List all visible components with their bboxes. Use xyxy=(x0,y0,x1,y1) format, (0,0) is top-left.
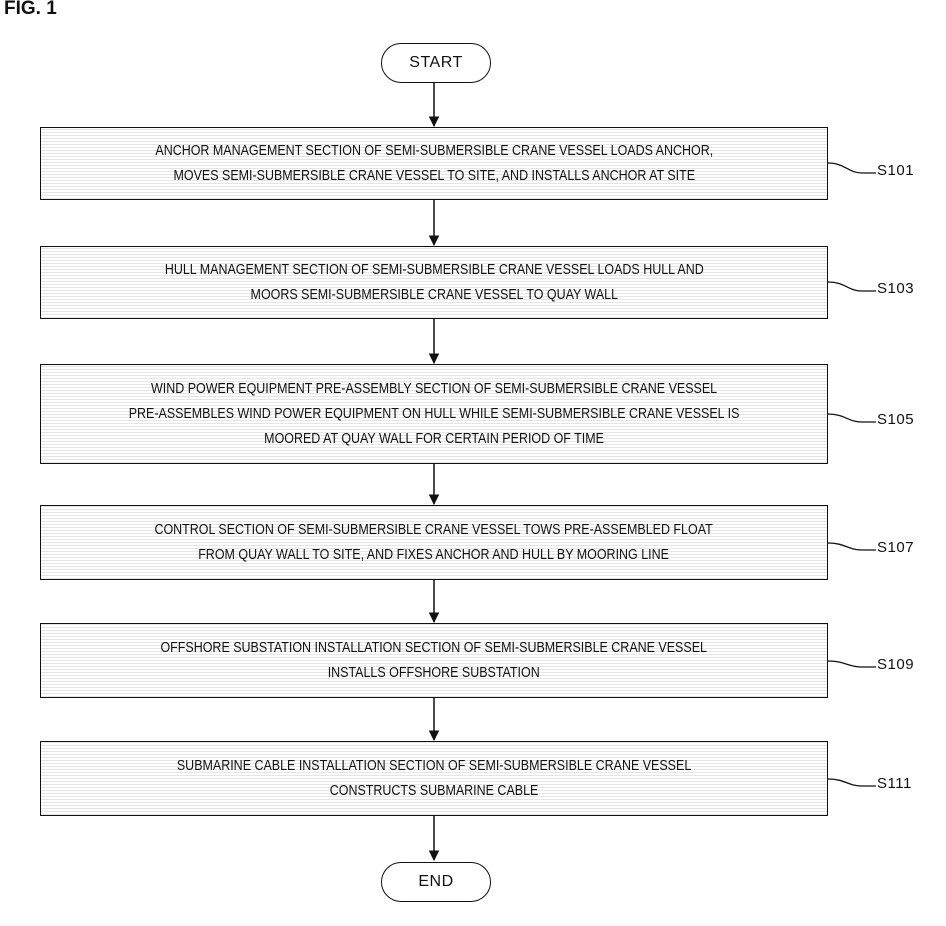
leader-s101 xyxy=(828,163,876,173)
end-terminal: END xyxy=(381,862,491,902)
step-line: CONTROL SECTION OF SEMI-SUBMERSIBLE CRAN… xyxy=(155,518,713,543)
step-box-s109: OFFSHORE SUBSTATION INSTALLATION SECTION… xyxy=(40,623,828,698)
step-text-s107: CONTROL SECTION OF SEMI-SUBMERSIBLE CRAN… xyxy=(155,518,713,568)
step-text-s103: HULL MANAGEMENT SECTION OF SEMI-SUBMERSI… xyxy=(165,258,704,308)
step-line: MOORS SEMI-SUBMERSIBLE CRANE VESSEL TO Q… xyxy=(165,283,704,308)
step-line: INSTALLS OFFSHORE SUBSTATION xyxy=(161,661,707,686)
step-line: CONSTRUCTS SUBMARINE CABLE xyxy=(177,779,691,804)
step-box-s111: SUBMARINE CABLE INSTALLATION SECTION OF … xyxy=(40,741,828,816)
step-line: HULL MANAGEMENT SECTION OF SEMI-SUBMERSI… xyxy=(165,258,704,283)
leader-s109 xyxy=(828,661,876,667)
step-line: MOVES SEMI-SUBMERSIBLE CRANE VESSEL TO S… xyxy=(155,164,713,189)
step-box-s107: CONTROL SECTION OF SEMI-SUBMERSIBLE CRAN… xyxy=(40,505,828,580)
step-line: OFFSHORE SUBSTATION INSTALLATION SECTION… xyxy=(161,636,707,661)
start-terminal: START xyxy=(381,43,491,83)
step-line: MOORED AT QUAY WALL FOR CERTAIN PERIOD O… xyxy=(129,427,740,452)
ref-label-s109: S109 xyxy=(877,656,914,673)
step-text-s111: SUBMARINE CABLE INSTALLATION SECTION OF … xyxy=(177,754,691,804)
ref-label-s103: S103 xyxy=(877,280,914,297)
step-line: ANCHOR MANAGEMENT SECTION OF SEMI-SUBMER… xyxy=(155,139,713,164)
step-box-s101: ANCHOR MANAGEMENT SECTION OF SEMI-SUBMER… xyxy=(40,127,828,200)
ref-label-s111: S111 xyxy=(877,775,912,792)
leader-s103 xyxy=(828,282,876,291)
step-box-s105: WIND POWER EQUIPMENT PRE-ASSEMBLY SECTIO… xyxy=(40,364,828,464)
step-line: WIND POWER EQUIPMENT PRE-ASSEMBLY SECTIO… xyxy=(129,377,740,402)
ref-label-s107: S107 xyxy=(877,539,914,556)
ref-label-s101: S101 xyxy=(877,162,914,179)
leader-s105 xyxy=(828,414,876,422)
leader-s107 xyxy=(828,543,876,550)
step-box-s103: HULL MANAGEMENT SECTION OF SEMI-SUBMERSI… xyxy=(40,246,828,319)
step-line: SUBMARINE CABLE INSTALLATION SECTION OF … xyxy=(177,754,691,779)
step-text-s101: ANCHOR MANAGEMENT SECTION OF SEMI-SUBMER… xyxy=(155,139,713,189)
ref-label-s105: S105 xyxy=(877,411,914,428)
step-text-s105: WIND POWER EQUIPMENT PRE-ASSEMBLY SECTIO… xyxy=(129,377,740,452)
step-line: FROM QUAY WALL TO SITE, AND FIXES ANCHOR… xyxy=(155,543,713,568)
step-text-s109: OFFSHORE SUBSTATION INSTALLATION SECTION… xyxy=(161,636,707,686)
leader-s111 xyxy=(828,779,876,786)
step-line: PRE-ASSEMBLES WIND POWER EQUIPMENT ON HU… xyxy=(129,402,740,427)
